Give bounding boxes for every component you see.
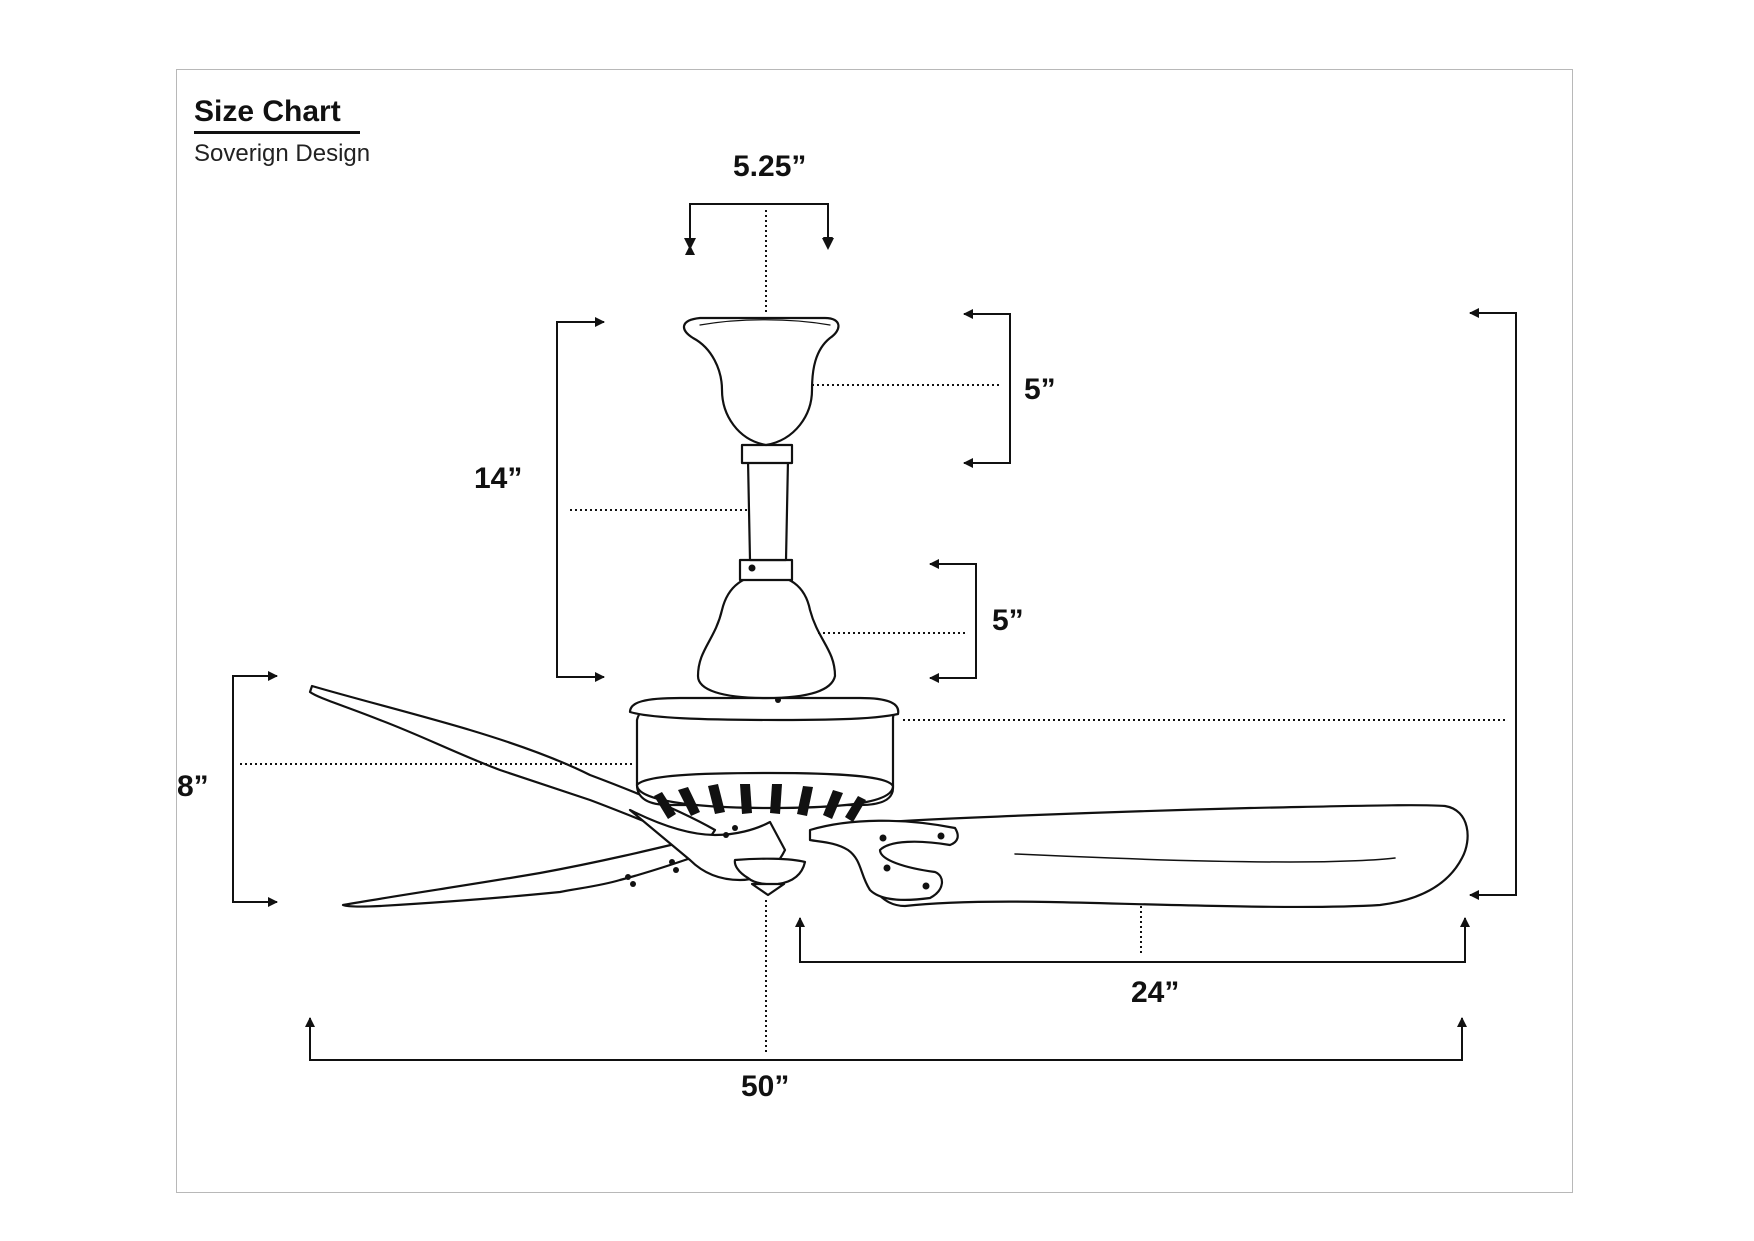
diagram-frame <box>176 69 1573 1193</box>
overall-height-bracket <box>1470 312 1517 896</box>
motor-top-cap <box>628 696 900 722</box>
arrow-icon <box>684 238 696 250</box>
dim-canopy-height: 5” <box>1024 373 1056 406</box>
dim-mount-width: 5.25” <box>733 150 807 183</box>
title-block: Size Chart Soverign Design <box>194 94 370 168</box>
motor-bottom-ring <box>635 771 895 810</box>
dim-blade-height: 8” <box>177 770 209 803</box>
blade-right-detail <box>1014 853 1396 863</box>
dim-blade-length: 24” <box>1131 976 1180 1009</box>
canopy-inner-line <box>699 319 831 326</box>
dim-drop-length: 14” <box>474 462 523 495</box>
title-underline <box>194 131 360 134</box>
blade-height-bracket <box>232 675 277 903</box>
mount-width-arrows <box>684 238 834 250</box>
page-subtitle: Soverign Design <box>194 140 371 167</box>
motor-height-bracket <box>930 563 977 679</box>
mount-width-bracket <box>685 203 833 255</box>
dimension-lines <box>232 203 1517 1061</box>
downrod <box>746 458 790 562</box>
downrod-collar <box>738 558 794 582</box>
canopy <box>683 316 840 447</box>
diameter-bracket <box>309 1018 1463 1061</box>
downrod-top-collar <box>740 443 794 465</box>
blade-length-bracket <box>799 918 1466 963</box>
dim-motor-height: 5” <box>992 604 1024 637</box>
blade-right <box>866 804 1469 909</box>
motor-vents <box>654 784 866 822</box>
blade-iron-right <box>808 819 959 902</box>
blade-left-lower <box>341 836 710 908</box>
finial <box>750 882 786 897</box>
canopy-height-bracket <box>964 313 1011 464</box>
dim-fan-diameter: 50” <box>741 1070 790 1103</box>
drop-length-bracket <box>556 321 604 678</box>
motor-bell <box>696 573 837 700</box>
arrow-icon <box>822 238 834 250</box>
ceiling-fan-illustration <box>308 316 1469 909</box>
page-title: Size Chart <box>194 95 341 128</box>
